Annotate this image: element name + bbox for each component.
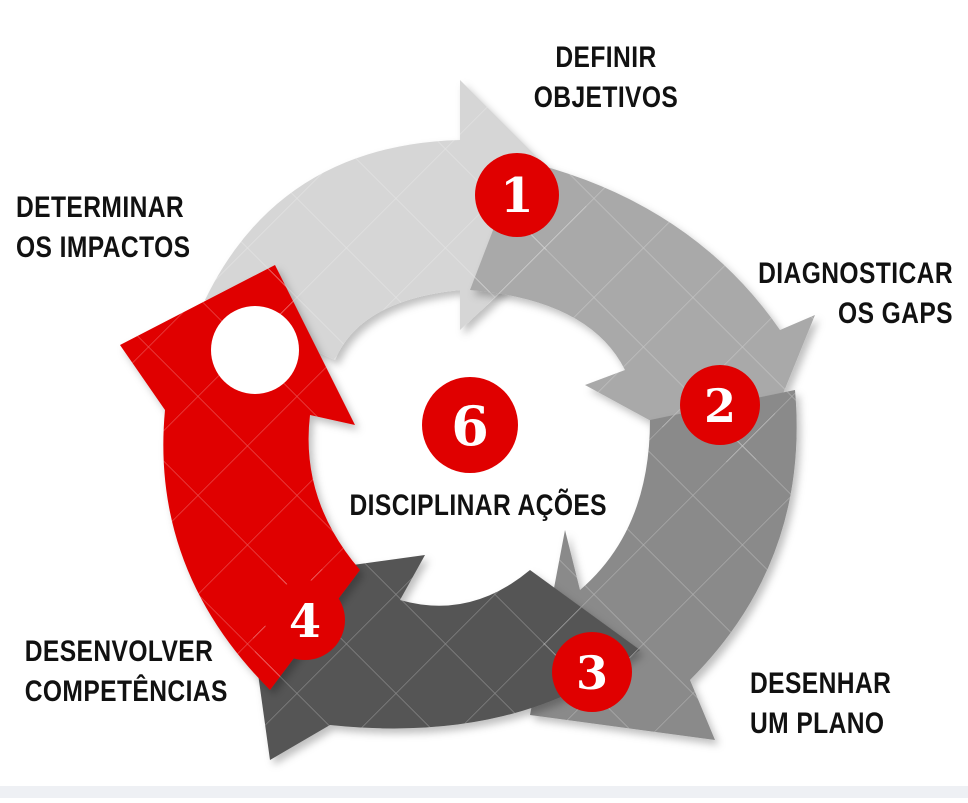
badge-5-number: 5 bbox=[238, 321, 273, 380]
step-1-line1: DEFINIR bbox=[555, 41, 657, 74]
bottom-strip bbox=[0, 786, 968, 798]
step-2-line1: DIAGNOSTICAR bbox=[758, 257, 953, 290]
step-4-line1: DESENVOLVER bbox=[24, 635, 214, 668]
badge-4-circle bbox=[265, 580, 345, 660]
badge-6-number: 6 bbox=[451, 394, 489, 458]
step-1-line2: OBJETIVOS bbox=[533, 81, 679, 114]
center-label: DISCIPLINAR AÇÕES bbox=[349, 486, 608, 526]
badge-2-number: 2 bbox=[704, 379, 736, 433]
badge-6-circle bbox=[422, 377, 518, 473]
step-5-label: DETERMINAR OS IMPACTOS bbox=[16, 188, 196, 268]
center-label-text: DISCIPLINAR AÇÕES bbox=[349, 489, 608, 522]
badge-5-circle bbox=[211, 306, 299, 394]
badge-2: 2 bbox=[680, 365, 760, 445]
step-4-line2: COMPETÊNCIAS bbox=[24, 675, 228, 708]
step-5-line2: OS IMPACTOS bbox=[16, 231, 191, 264]
step-4-label: DESENVOLVER COMPETÊNCIAS bbox=[24, 632, 228, 712]
badge-3: 3 bbox=[552, 632, 632, 712]
step-2-label: DIAGNOSTICAR OS GAPS bbox=[752, 254, 953, 334]
step-2-line2: OS GAPS bbox=[838, 297, 953, 330]
badge-2-circle bbox=[680, 365, 760, 445]
badge-4: 4 bbox=[265, 580, 345, 660]
step-1-label: DEFINIR OBJETIVOS bbox=[524, 38, 688, 118]
step-3-line1: DESENHAR bbox=[750, 667, 892, 700]
badge-3-circle bbox=[552, 632, 632, 712]
badge-1: 1 bbox=[475, 153, 559, 237]
step-3-label: DESENHAR UM PLANO bbox=[750, 664, 914, 744]
badge-6: 6 bbox=[422, 377, 518, 473]
badge-5: 5 bbox=[211, 306, 299, 394]
badge-1-number: 1 bbox=[500, 168, 533, 224]
badge-1-circle bbox=[475, 153, 559, 237]
badge-4-number: 4 bbox=[289, 594, 321, 648]
step-3-line2: UM PLANO bbox=[750, 707, 885, 740]
step-5-line1: DETERMINAR bbox=[16, 191, 185, 224]
badge-3-number: 3 bbox=[576, 646, 608, 700]
